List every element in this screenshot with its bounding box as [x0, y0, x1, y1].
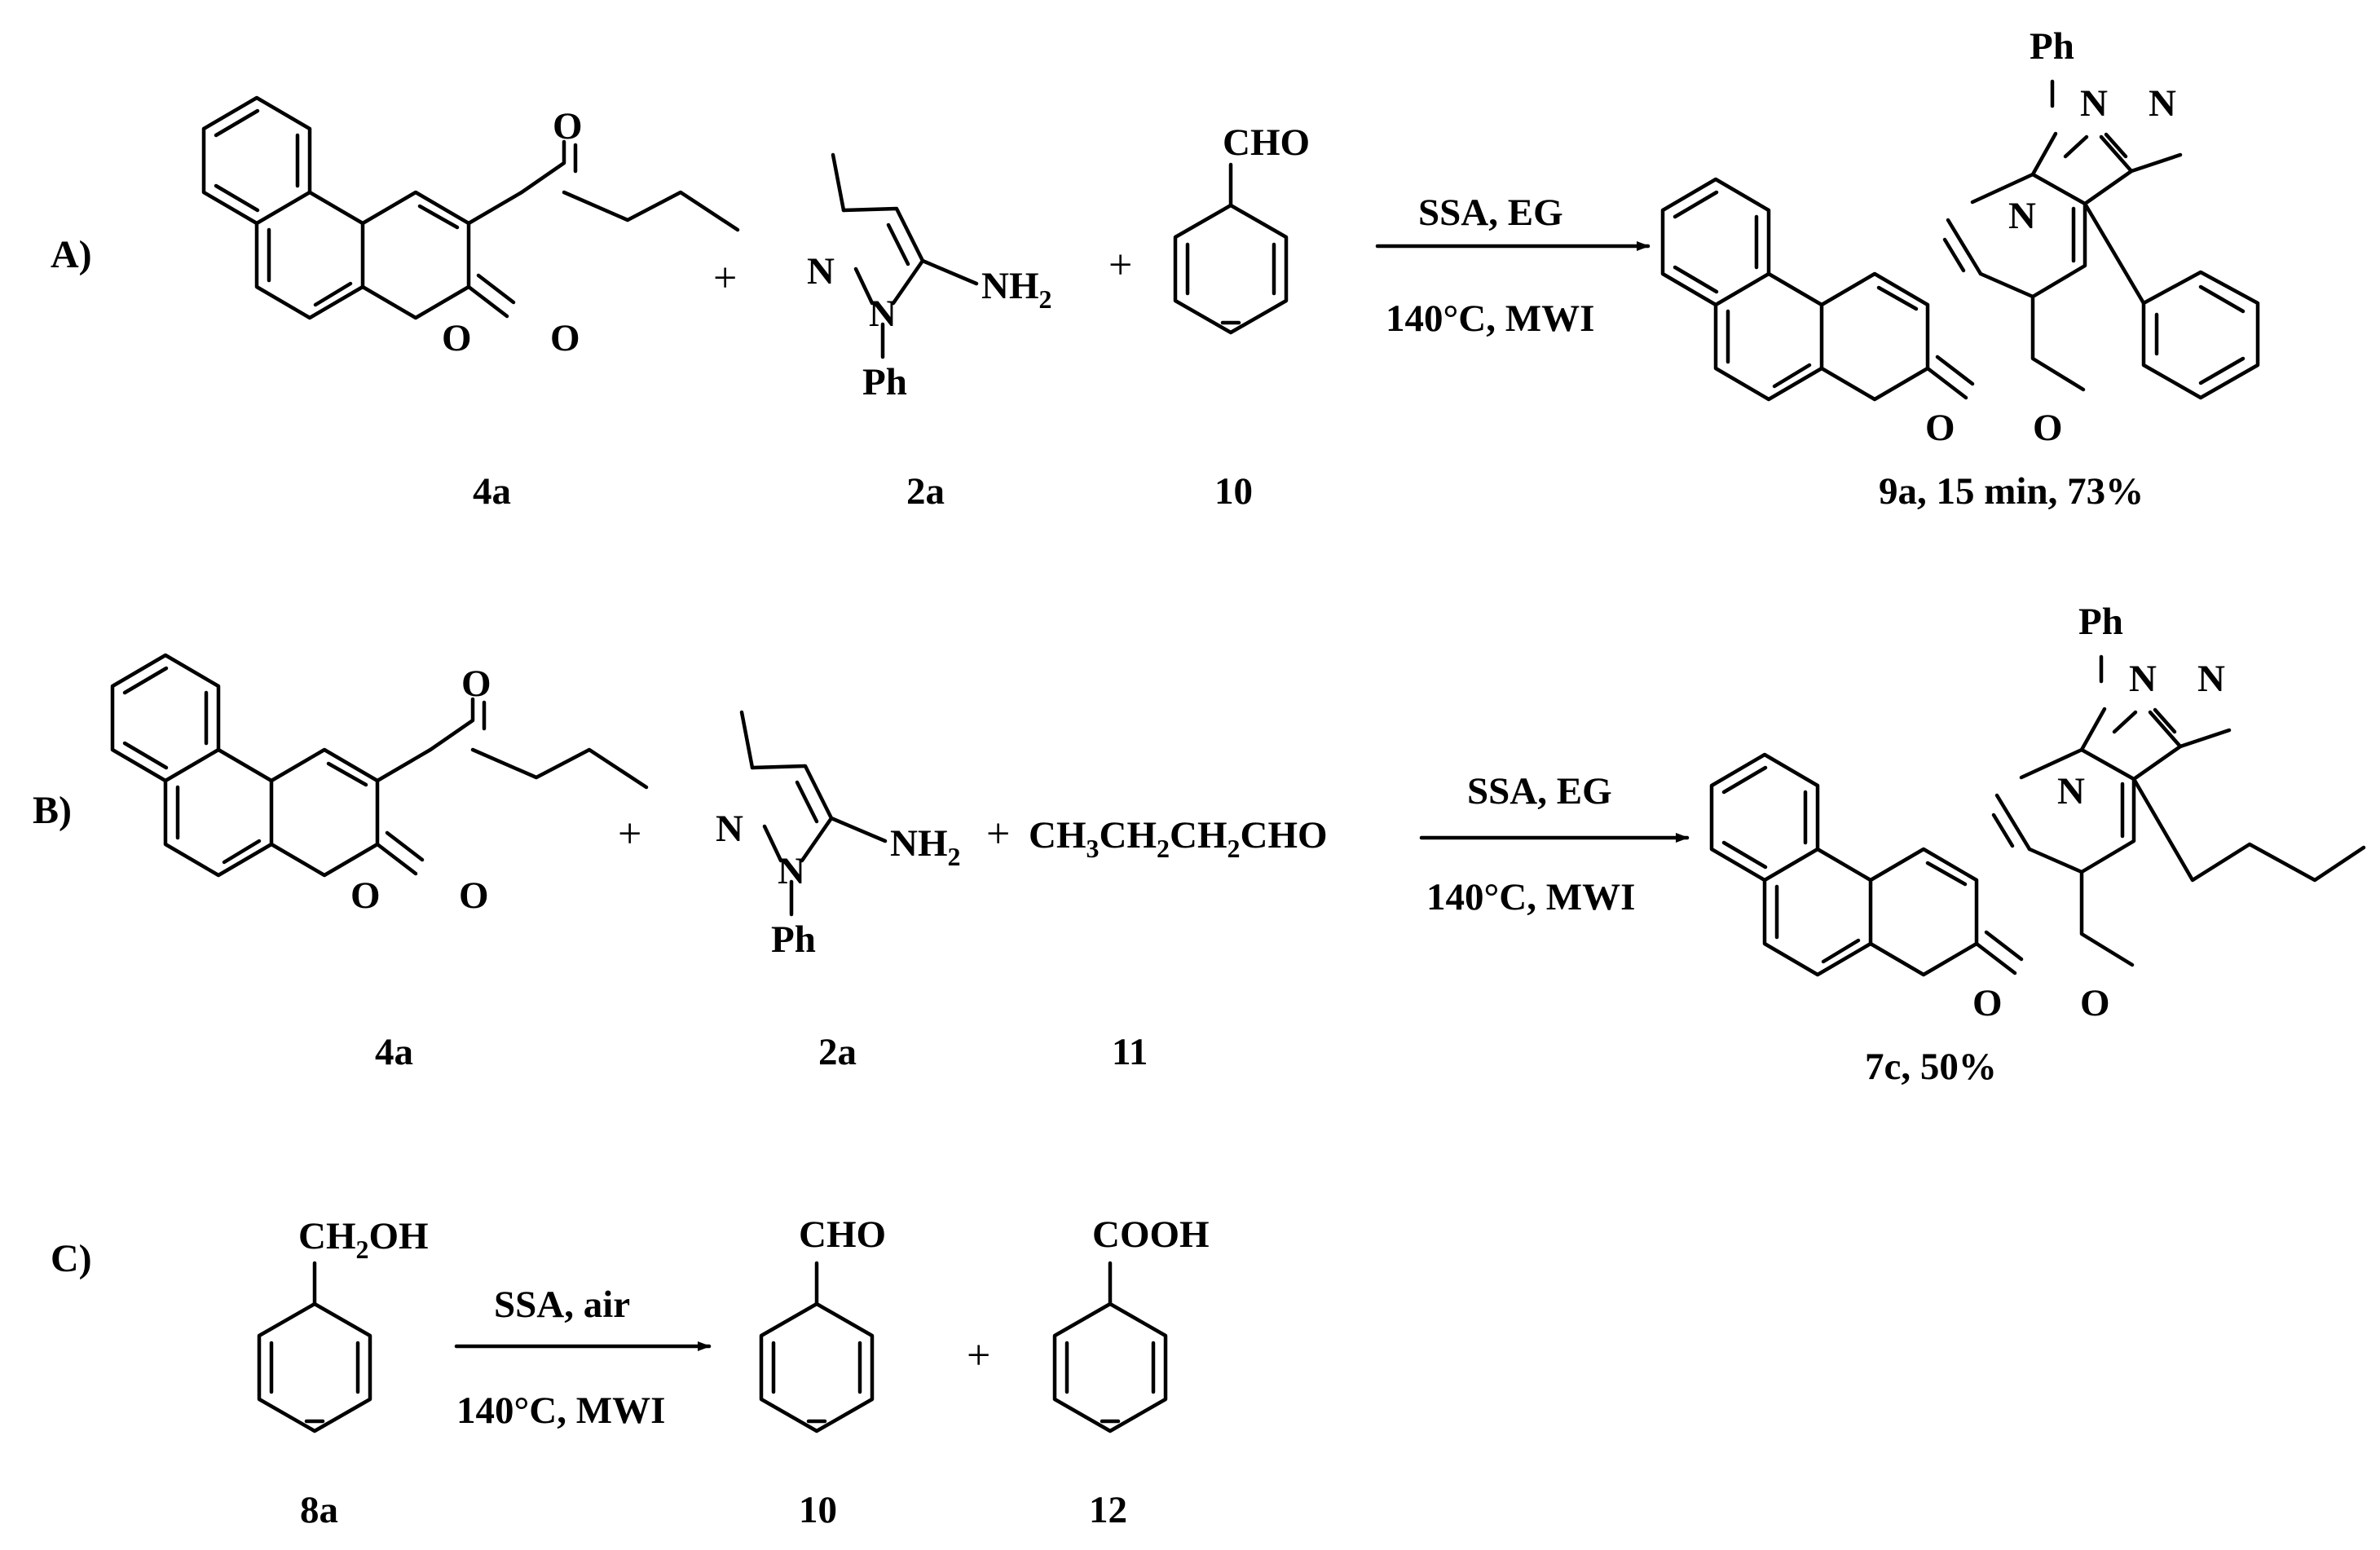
pyrazole-nitrogen: N — [716, 808, 743, 850]
compound-label-12: 12 — [1089, 1489, 1127, 1531]
pyridine-nitrogen: N — [2057, 770, 2085, 812]
reactant-4a-structure: O O O — [112, 655, 649, 917]
panel-c-label: C) — [51, 1237, 92, 1280]
compound-label-2a: 2a — [906, 470, 945, 513]
compound-label-10: 10 — [799, 1489, 837, 1531]
benzaldehyde-structure: CHO — [761, 1213, 886, 1431]
pyrazole-nitrogen: N — [869, 293, 897, 335]
panel-b: B) O O O 4a + N N NH2 Ph 2a + CH3CH2CH2C… — [33, 601, 2366, 1088]
plus-sign: + — [967, 1332, 990, 1379]
butanal-formula: CH3CH2CH2CHO — [1029, 814, 1328, 863]
pyrazole-nitrogen: N — [778, 850, 805, 892]
phenyl-group: Ph — [2030, 25, 2074, 68]
amine-group: NH2 — [981, 265, 1052, 314]
phenyl-group: Ph — [2078, 601, 2123, 643]
ring-oxygen: O — [350, 874, 381, 917]
compound-label-10: 10 — [1214, 470, 1253, 513]
panel-a: A) O O O 4a + N N NH2 Ph 2a + CHO 10 — [51, 25, 2260, 513]
phenyl-group: Ph — [771, 918, 816, 961]
hydroxymethyl-group: CH2OH — [298, 1215, 429, 1264]
panel-b-label: B) — [33, 789, 72, 832]
pyrazole-nitrogen: N — [2129, 658, 2157, 700]
compound-label-8a: 8a — [300, 1489, 338, 1531]
condition-top: SSA, air — [494, 1284, 630, 1326]
ring-oxygen: O — [1925, 407, 1955, 449]
compound-label-2a: 2a — [818, 1031, 857, 1073]
condition-top: SSA, EG — [1467, 770, 1612, 812]
benzoic-acid-structure: COOH — [1055, 1213, 1210, 1431]
phenyl-group: Ph — [862, 361, 907, 403]
ring-oxygen: O — [1972, 982, 2003, 1024]
plus-sign: + — [618, 811, 641, 857]
amine-group: NH2 — [890, 822, 961, 871]
reactant-2a-structure: N N NH2 Ph — [807, 155, 1052, 403]
product-7c-structure: O O N N N Ph — [1712, 601, 2366, 1024]
compound-label-4a: 4a — [375, 1031, 413, 1073]
ketone-oxygen: O — [553, 105, 583, 148]
pyrazole-nitrogen: N — [807, 250, 835, 293]
pyrazole-nitrogen: N — [2149, 82, 2176, 125]
aldehyde-group: CHO — [799, 1213, 886, 1256]
carboxyl-group: COOH — [1092, 1213, 1210, 1256]
condition-bottom: 140°C, MWI — [1386, 297, 1594, 340]
benzyl-alcohol-structure: CH2OH — [259, 1215, 429, 1431]
product-label-9a: 9a, 15 min, 73% — [1879, 470, 2144, 513]
reactant-4a-structure: O O O — [204, 98, 740, 359]
compound-label-11: 11 — [1112, 1031, 1148, 1073]
plus-sign: + — [713, 255, 737, 302]
ketone-oxygen: O — [461, 663, 491, 705]
panel-a-label: A) — [51, 233, 92, 276]
compound-label-4a: 4a — [473, 470, 511, 513]
plus-sign: + — [986, 811, 1010, 857]
panel-c: C) CH2OH 8a SSA, air 140°C, MWI CHO 10 +… — [51, 1213, 1210, 1531]
carbonyl-oxygen: O — [2033, 407, 2063, 449]
product-9a-structure: O O N N N Ph — [1663, 25, 2260, 449]
pyrazole-nitrogen: N — [2197, 658, 2225, 700]
condition-bottom: 140°C, MWI — [1426, 876, 1635, 918]
carbonyl-oxygen: O — [459, 874, 489, 917]
product-label-7c: 7c, 50% — [1865, 1046, 1997, 1088]
condition-top: SSA, EG — [1418, 192, 1563, 234]
carbonyl-oxygen: O — [2080, 982, 2110, 1024]
pyridine-nitrogen: N — [2008, 195, 2036, 237]
carbonyl-oxygen: O — [550, 317, 580, 359]
reactant-2a-structure: N N NH2 Ph — [716, 712, 961, 961]
aldehyde-group: CHO — [1223, 121, 1310, 164]
ring-oxygen: O — [442, 317, 472, 359]
condition-bottom: 140°C, MWI — [456, 1389, 665, 1432]
benzaldehyde-structure: CHO — [1175, 121, 1310, 332]
plus-sign: + — [1108, 242, 1132, 288]
pyrazole-nitrogen: N — [2080, 82, 2108, 125]
